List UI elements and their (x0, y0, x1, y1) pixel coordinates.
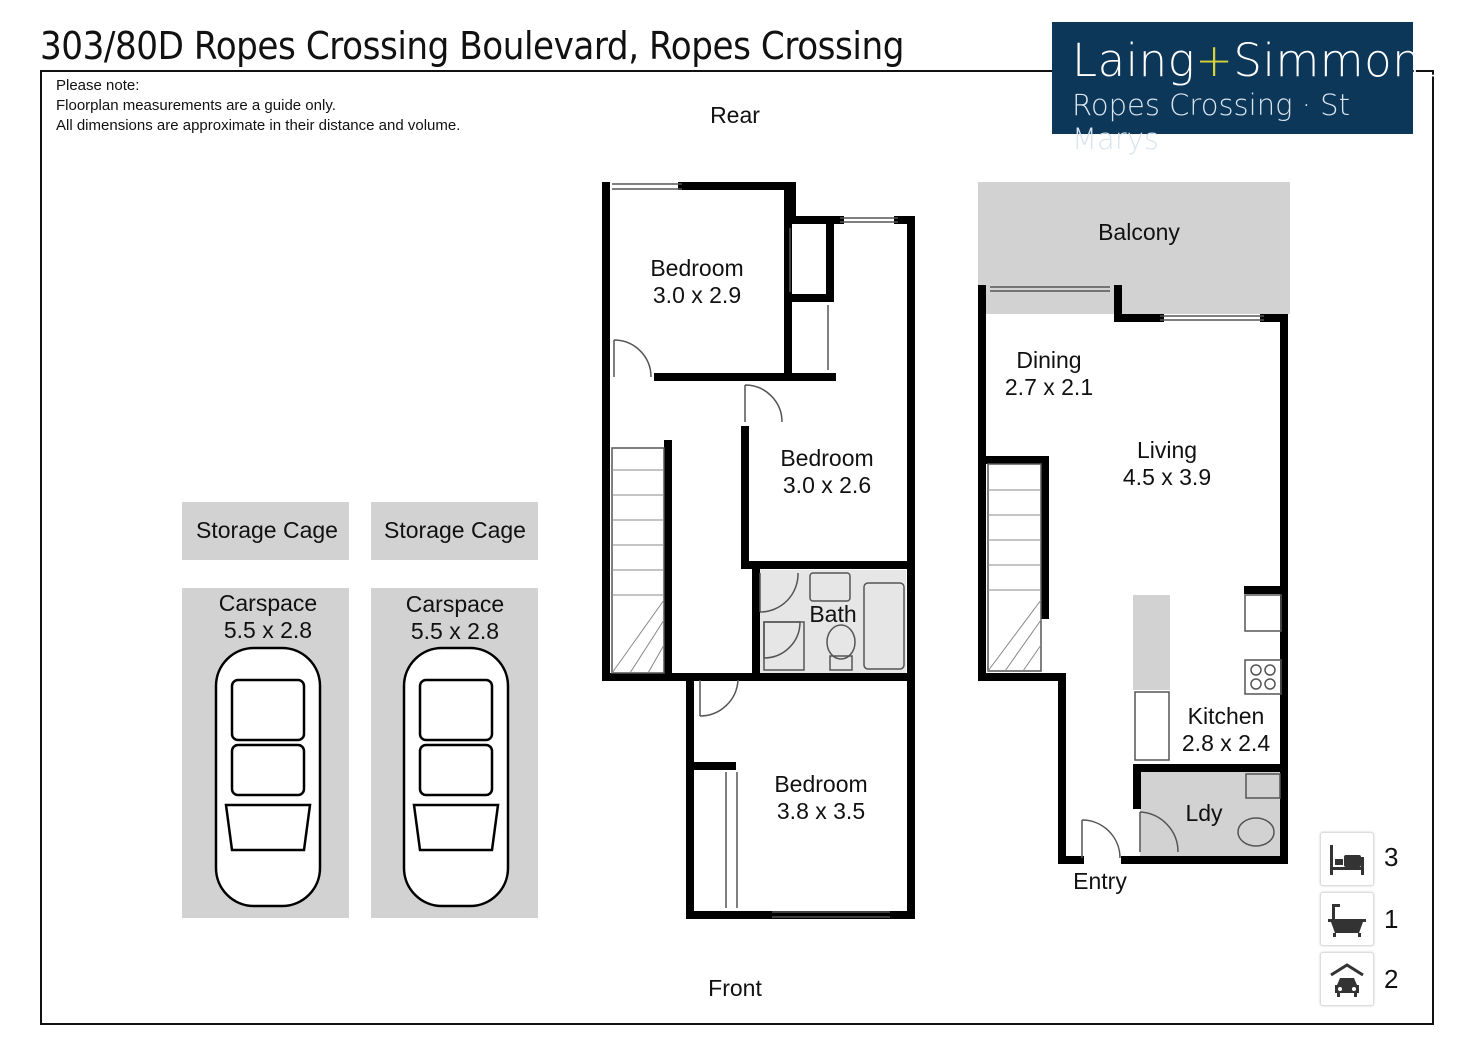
logo-office: Ropes Crossing · St Marys (1072, 88, 1350, 156)
disclaimer-note: Please note: Floorplan measurements are … (56, 76, 460, 136)
room-size: 5.5 x 2.8 (223, 617, 313, 643)
logo-brand-right: Simmons (1233, 34, 1446, 87)
rear-label: Rear (710, 102, 760, 128)
note-line: Please note: (56, 77, 140, 94)
carspace-count: 2 (1384, 964, 1399, 994)
car-icons (214, 646, 510, 908)
agency-logo: Laing+Simmons Ropes Crossing · St Marys (1052, 22, 1445, 156)
bath-icon (1320, 892, 1374, 946)
note-line: All dimensions are approximate in their … (56, 117, 461, 134)
room-name: Kitchen (1187, 703, 1265, 729)
room-name: Carspace (405, 591, 505, 617)
room-size: 2.7 x 2.1 (1004, 374, 1094, 400)
room-name: Living (1136, 437, 1198, 463)
bathroom-count: 1 (1384, 904, 1399, 934)
laundry-area (1140, 772, 1282, 856)
room-size: 2.8 x 2.4 (1181, 730, 1271, 756)
kitchen-bench (1133, 595, 1170, 690)
room-name: Carspace (218, 590, 318, 616)
page-title: 303/80D Ropes Crossing Boulevard, Ropes … (40, 24, 904, 68)
room-size: 3.0 x 2.9 (652, 282, 742, 308)
room-bath: Bath (809, 601, 857, 627)
room-size: 5.5 x 2.8 (410, 618, 500, 644)
room-name: Bedroom (780, 445, 874, 471)
bedroom-count: 3 (1384, 842, 1399, 872)
room-size: 4.5 x 3.9 (1122, 464, 1212, 490)
bed-icon (1320, 832, 1374, 886)
balcony-area (978, 182, 1290, 314)
room-name: Dining (1016, 347, 1082, 373)
storage-cage-1-label: Storage Cage (196, 517, 338, 543)
room-size: 3.8 x 3.5 (776, 798, 866, 824)
storage-cage-1 (182, 502, 349, 560)
garage-icon (1320, 952, 1374, 1006)
storage-cage-2 (371, 502, 538, 560)
logo-plus: + (1195, 34, 1234, 87)
room-size: 3.0 x 2.6 (782, 472, 872, 498)
note-line: Floorplan measurements are a guide only. (56, 97, 336, 114)
storage-cage-2-label: Storage Cage (384, 517, 526, 543)
plan-frame (40, 70, 1434, 1025)
room-entry: Entry (1073, 868, 1127, 894)
room-balcony: Balcony (1098, 219, 1180, 245)
room-laundry: Ldy (1185, 800, 1223, 826)
room-name: Bedroom (650, 255, 744, 281)
room-name: Bedroom (774, 771, 868, 797)
logo-brand-left: Laing (1072, 34, 1196, 87)
front-label: Front (708, 975, 762, 1001)
